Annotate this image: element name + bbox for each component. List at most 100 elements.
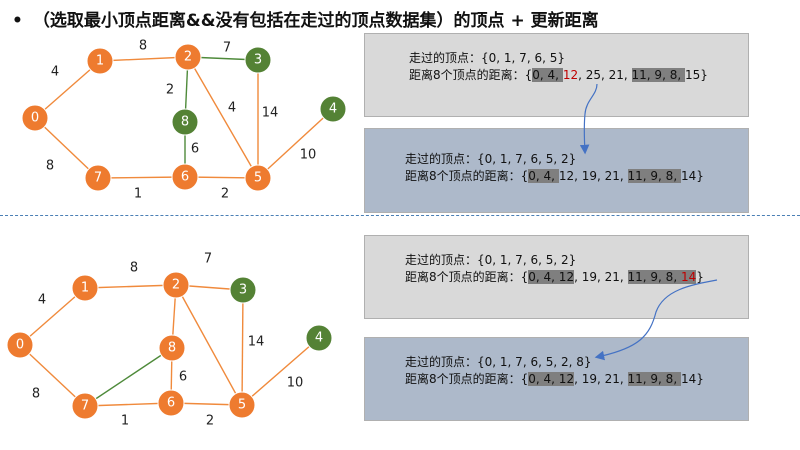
state-box-1: 走过的顶点：{0, 1, 7, 6, 5} 距离8个顶点的距离：{0, 4, 1… [364, 33, 749, 117]
edge-2-5 [187, 56, 259, 179]
edge-weight-4-5: 10 [287, 376, 304, 391]
vertex-label-3: 3 [254, 53, 262, 68]
edge-weight-8-6: 6 [179, 370, 187, 385]
visited-label: 走过的顶点： [405, 152, 478, 166]
vertex-label-1: 1 [96, 54, 104, 69]
vertex-5 [244, 164, 272, 192]
distance-segment: 11, 9, 8, [627, 270, 681, 284]
distance-label: 距离8个顶点的距离： [409, 68, 525, 82]
vertex-label-3: 3 [239, 283, 247, 298]
distance-segment: , 19, 21, [574, 372, 628, 386]
edge-weight-6-5: 2 [206, 414, 214, 429]
state-box-2: 走过的顶点：{0, 1, 7, 6, 5, 2} 距离8个顶点的距离：{0, 4… [364, 128, 749, 213]
distance-segment: 0, 4, 12 [528, 270, 575, 284]
distance-segment: 14 [680, 270, 697, 284]
edge-weight-7-6: 1 [121, 414, 129, 429]
vertex-7 [71, 392, 99, 420]
edge-3-5 [241, 289, 244, 406]
visited-label: 走过的顶点： [405, 253, 478, 267]
vertex-label-6: 6 [167, 396, 175, 411]
vertex-3 [244, 46, 272, 74]
edge-weight-2-3: 7 [204, 252, 212, 267]
edge-weight-2-3: 7 [223, 41, 231, 56]
distance-segment: 11, 9, 8, [627, 169, 681, 183]
edge-weight-0-1: 4 [51, 65, 59, 80]
vertex-7 [84, 164, 112, 192]
distance-segment: { [520, 169, 529, 183]
vertex-8 [171, 108, 199, 136]
vertex-0 [21, 104, 49, 132]
vertex-label-0: 0 [16, 338, 24, 353]
edge-weight-0-7: 8 [46, 159, 54, 174]
vertex-3 [229, 276, 257, 304]
edge-1-2 [99, 56, 189, 62]
vertex-label-2: 2 [184, 50, 192, 65]
vertex-6 [171, 163, 199, 191]
visited-value: {0, 1, 7, 6, 5} [481, 51, 565, 65]
edge-weight-6-5: 2 [221, 187, 229, 202]
distance-values: {0, 4, 12, 19, 21, 11, 9, 8, 14} [521, 169, 704, 183]
edge-7-6 [84, 402, 172, 407]
state-box-4: 走过的顶点：{0, 1, 7, 6, 5, 2, 8} 距离8个顶点的距离：{0… [364, 337, 749, 421]
edge-4-5 [257, 108, 334, 179]
visited-value: {0, 1, 7, 6, 5, 2, 8} [477, 355, 592, 369]
distance-line: 距离8个顶点的距离：{0, 4, 12, 25, 21, 11, 9, 8, 1… [409, 67, 748, 84]
vertex-label-7: 7 [81, 399, 89, 414]
edge-weight-3-5: 14 [248, 335, 265, 350]
vertex-6 [157, 389, 185, 417]
edge-weight-0-1: 4 [38, 293, 46, 308]
distance-segment: , 19, 21, [574, 270, 628, 284]
vertex-label-5: 5 [238, 398, 246, 413]
distance-label: 距离8个顶点的距离： [405, 169, 521, 183]
distance-segment: 15} [684, 68, 708, 82]
distance-segment: { [520, 270, 529, 284]
distance-segment: } [696, 270, 704, 284]
distance-segment: 0, 4, [532, 68, 563, 82]
vertex-label-8: 8 [181, 115, 189, 130]
distance-label: 距离8个顶点的距离： [405, 372, 521, 386]
vertex-4 [319, 95, 347, 123]
vertex-2 [174, 43, 202, 71]
visited-label: 走过的顶点： [405, 355, 478, 369]
distance-segment: { [520, 372, 529, 386]
edge-weight-2-8: 2 [166, 83, 174, 98]
vertex-2 [162, 271, 190, 299]
title-bullet: • [12, 11, 23, 31]
vertex-1 [86, 47, 114, 75]
distance-values: {0, 4, 12, 25, 21, 11, 9, 8, 15} [525, 68, 708, 82]
edge-7-6 [97, 176, 186, 179]
section-divider [0, 215, 800, 216]
distance-segment: 11, 9, 8, [627, 372, 681, 386]
distance-line: 距离8个顶点的距离：{0, 4, 12, 19, 21, 11, 9, 8, 1… [405, 168, 748, 185]
distance-segment: 11, 9, 8, [631, 68, 685, 82]
vertex-1 [71, 274, 99, 302]
edge-weight-2-5: 4 [228, 101, 236, 116]
distance-segment: 12, 19, 21, [558, 169, 628, 183]
visited-line: 走过的顶点：{0, 1, 7, 6, 5, 2} [405, 151, 748, 168]
edge-weight-1-2: 8 [139, 39, 147, 54]
vertex-label-6: 6 [181, 170, 189, 185]
edge-2-5 [175, 284, 243, 406]
vertex-label-8: 8 [168, 341, 176, 356]
vertex-label-4: 4 [329, 102, 337, 117]
distance-segment: 0, 4, 12 [528, 372, 575, 386]
edge-0-7 [19, 344, 86, 407]
distance-label: 距离8个顶点的距离： [405, 270, 521, 284]
vertex-label-7: 7 [94, 171, 102, 186]
distance-line: 距离8个顶点的距离：{0, 4, 12, 19, 21, 11, 9, 8, 1… [405, 269, 748, 286]
edge-weight-8-6: 6 [191, 142, 199, 157]
distance-segment: 12 [562, 68, 579, 82]
visited-line: 走过的顶点：{0, 1, 7, 6, 5} [409, 50, 748, 67]
edge-8-7 [84, 347, 173, 407]
distance-segment: 14} [680, 372, 704, 386]
vertex-label-5: 5 [254, 171, 262, 186]
distance-line: 距离8个顶点的距离：{0, 4, 12, 19, 21, 11, 9, 8, 1… [405, 371, 748, 388]
distance-segment: { [524, 68, 533, 82]
visited-label: 走过的顶点： [409, 51, 482, 65]
edge-0-1 [34, 60, 101, 119]
vertex-5 [228, 391, 256, 419]
edge-1-2 [84, 284, 177, 289]
distance-segment: 14} [680, 169, 704, 183]
